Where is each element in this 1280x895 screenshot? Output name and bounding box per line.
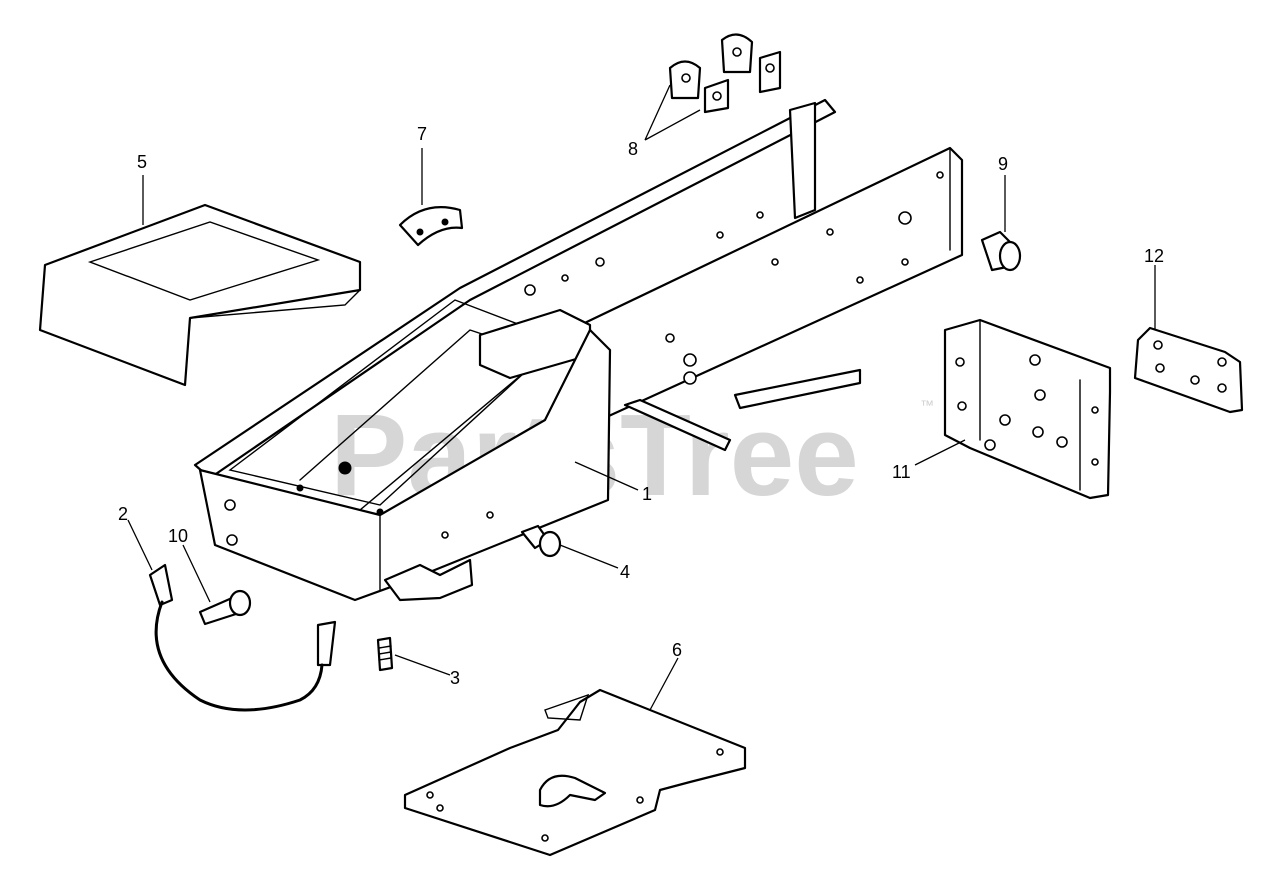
watermark-trademark: ™: [920, 397, 934, 413]
part-8-clips[interactable]: [668, 33, 782, 114]
callout-11[interactable]: 11: [892, 462, 911, 482]
part-1-frame[interactable]: [193, 98, 964, 602]
callout-10[interactable]: 10: [168, 526, 188, 546]
part-12-bracket-plate[interactable]: [1133, 326, 1244, 414]
callout-1[interactable]: 1: [642, 484, 652, 504]
callout-5[interactable]: 5: [137, 152, 147, 172]
part-3-spring[interactable]: [376, 636, 394, 672]
callout-12[interactable]: 12: [1144, 246, 1164, 266]
part-10-bolt[interactable]: [198, 589, 252, 626]
callout-3[interactable]: 3: [450, 668, 460, 688]
callouts: 5 7 8 9 12 11 1 4 2 10 3 6: [118, 124, 1164, 688]
callout-8[interactable]: 8: [628, 139, 638, 159]
callout-4[interactable]: 4: [620, 562, 630, 582]
part-2-cable[interactable]: [148, 563, 337, 712]
leader-lines: [127, 84, 1156, 711]
part-7-bracket[interactable]: [398, 206, 464, 247]
part-5-cover[interactable]: [38, 203, 362, 387]
callout-9[interactable]: 9: [998, 154, 1008, 174]
callout-6[interactable]: 6: [672, 640, 682, 660]
callout-7[interactable]: 7: [417, 124, 427, 144]
part-4-bolt[interactable]: [520, 524, 562, 558]
part-6-base-plate[interactable]: [403, 688, 747, 857]
part-9-bushing[interactable]: [980, 230, 1022, 272]
callout-2[interactable]: 2: [118, 504, 128, 524]
part-11-plate[interactable]: [943, 318, 1112, 500]
